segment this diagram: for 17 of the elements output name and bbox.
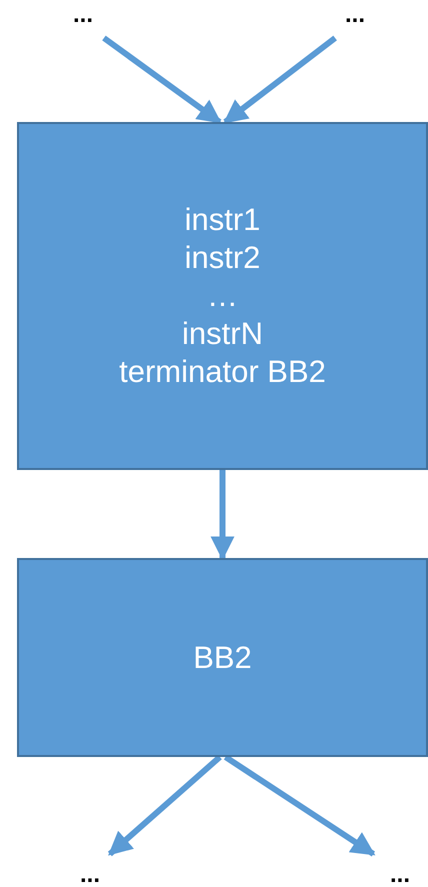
ellipsis-text: ... bbox=[72, 1, 93, 29]
arrow bbox=[102, 36, 222, 124]
instruction-text: terminator BB2 bbox=[119, 353, 326, 391]
block-box bbox=[17, 558, 428, 757]
arrow bbox=[210, 470, 234, 560]
instruction-text: instr2 bbox=[184, 239, 260, 277]
instruction-text: instrN bbox=[182, 315, 263, 353]
instruction-text: BB2 bbox=[193, 638, 252, 676]
arrow bbox=[224, 754, 376, 856]
instruction-text: instr1 bbox=[184, 201, 260, 239]
arrow bbox=[108, 754, 222, 856]
ellipsis-text: ... bbox=[390, 860, 410, 887]
ellipsis-text: ... bbox=[80, 860, 100, 887]
arrow bbox=[223, 36, 337, 124]
ellipsis-text: ... bbox=[344, 1, 365, 29]
block-box bbox=[17, 122, 428, 470]
instruction-text: … bbox=[207, 277, 238, 315]
